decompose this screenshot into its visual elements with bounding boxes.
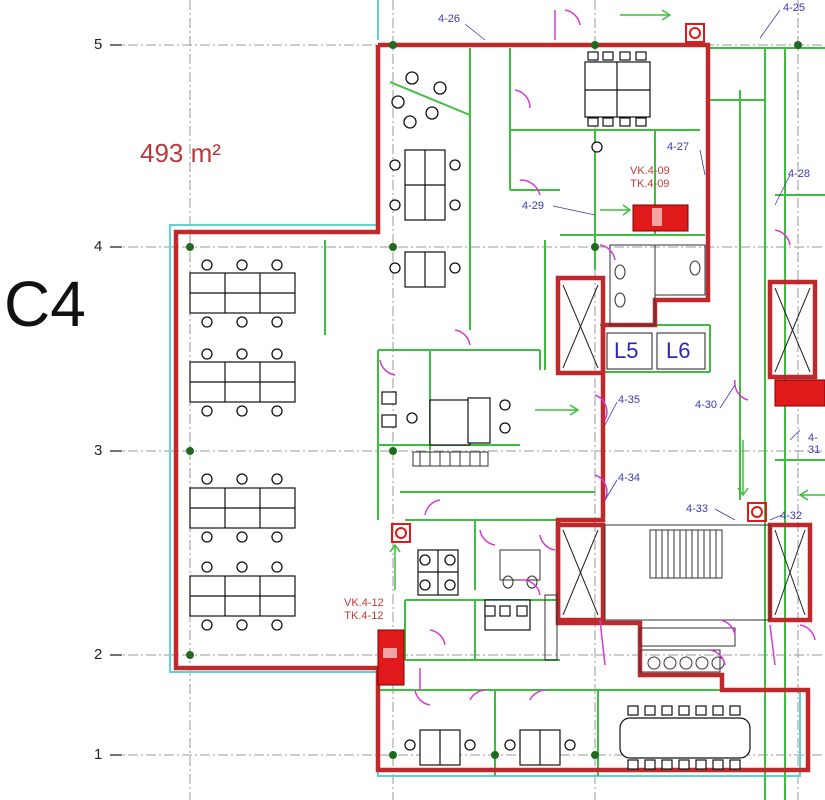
doors xyxy=(379,9,816,706)
grid-label-5: 5 xyxy=(94,36,103,53)
fire-cabinet-label-2: VK.4-12 TK.4-12 xyxy=(344,597,384,623)
stair xyxy=(604,524,771,673)
grid-ticks xyxy=(110,44,122,756)
tk-code: TK.4-12 xyxy=(344,610,384,622)
tk-code: TK.4-09 xyxy=(630,178,670,190)
shafts xyxy=(562,284,811,616)
meeting-chairs xyxy=(381,51,741,770)
room-tag: 4-27 xyxy=(667,141,690,153)
interior-walls xyxy=(324,45,825,800)
room-tag: 4-33 xyxy=(686,503,709,515)
fire-cabinets xyxy=(377,204,825,686)
lift-label-l5: L5 xyxy=(614,338,639,363)
vk-code: VK.4-12 xyxy=(344,597,384,609)
grid-label-2: 2 xyxy=(94,646,103,663)
room-tag: 4-26 xyxy=(438,13,461,25)
column-dots xyxy=(186,41,802,759)
vk-code: VK.4-09 xyxy=(630,165,670,177)
block-label: C4 xyxy=(4,268,86,340)
room-tag: 4-34 xyxy=(618,472,641,484)
grid-label-4: 4 xyxy=(94,238,103,255)
chairs xyxy=(201,71,603,751)
grid-label-3: 3 xyxy=(94,442,103,459)
room-tag: 4-29 xyxy=(522,200,545,212)
facade xyxy=(169,0,801,777)
room-tag: 4-32 xyxy=(780,510,803,522)
room-tag-leaders xyxy=(464,9,801,521)
room-tag: 4-28 xyxy=(788,168,811,180)
room-tag: 4-25 xyxy=(783,2,806,14)
escape-arrows xyxy=(389,9,825,590)
room-tag: 4-31 xyxy=(808,432,821,456)
fire-alarm-icons xyxy=(391,23,767,543)
room-tag: 4-30 xyxy=(695,399,718,411)
fire-cabinet-label-1: VK.4-09 TK.4-09 xyxy=(630,165,670,191)
grid-label-1: 1 xyxy=(94,746,103,763)
sofa-strip xyxy=(412,451,725,670)
room-tag: 4-35 xyxy=(618,394,641,406)
lift-label-l6: L6 xyxy=(666,338,691,363)
area-label: 493 m² xyxy=(140,138,221,168)
tenancy-boundary xyxy=(173,42,818,773)
